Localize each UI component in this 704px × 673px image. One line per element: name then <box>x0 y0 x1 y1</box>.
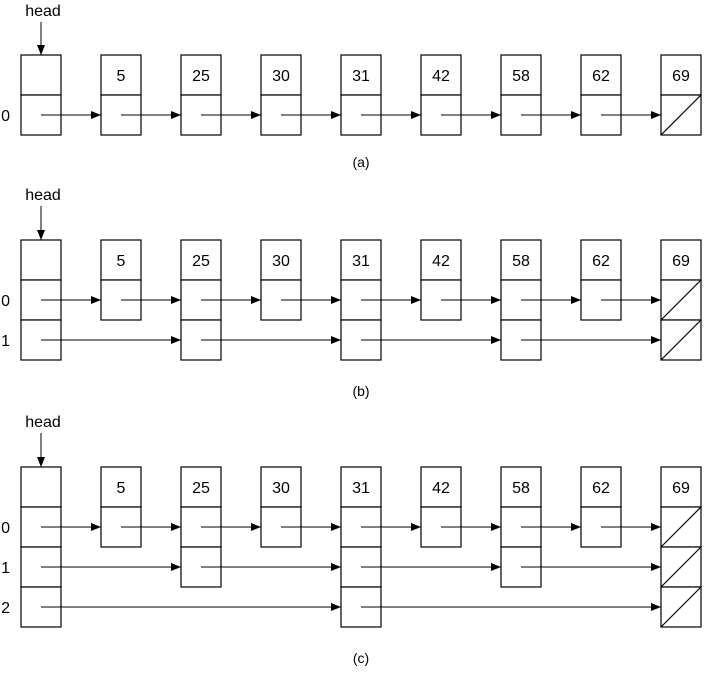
node-key: 42 <box>432 68 450 85</box>
skip-list-panel: head 0 5 25 30 31 42 58 62 69 (a) <box>1 3 702 170</box>
node-key: 31 <box>352 68 370 85</box>
node-key: 69 <box>672 480 690 497</box>
null-pointer-slash <box>660 94 702 136</box>
level-label: 0 <box>1 293 10 310</box>
node-key: 62 <box>592 480 610 497</box>
node-key: 31 <box>352 253 370 270</box>
panel-caption: (b) <box>352 383 369 399</box>
head-label: head <box>25 414 61 431</box>
level-label: 0 <box>1 520 10 537</box>
level-label: 1 <box>1 333 10 350</box>
null-pointer-slash <box>660 546 702 588</box>
panel-caption: (a) <box>352 154 369 170</box>
node-key: 62 <box>592 68 610 85</box>
panel-caption: (c) <box>353 650 369 666</box>
node-key: 30 <box>272 253 290 270</box>
node-key-cell <box>260 466 302 508</box>
node-key-cell <box>340 239 382 281</box>
node-key: 5 <box>117 68 126 85</box>
level-label: 0 <box>1 108 10 125</box>
node-key-cell <box>340 54 382 96</box>
node-key-cell <box>420 54 462 96</box>
node-key: 25 <box>192 253 210 270</box>
node-key-cell <box>580 54 622 96</box>
node-key: 42 <box>432 480 450 497</box>
header-node-cell <box>20 466 62 508</box>
node-key-cell <box>260 54 302 96</box>
node-key-cell <box>340 466 382 508</box>
node-key: 5 <box>117 253 126 270</box>
node-key: 25 <box>192 68 210 85</box>
null-pointer-slash <box>660 586 702 628</box>
node-key: 42 <box>432 253 450 270</box>
node-key: 30 <box>272 68 290 85</box>
level-label: 2 <box>1 600 10 617</box>
node-key-cell <box>580 466 622 508</box>
level-label: 1 <box>1 560 10 577</box>
node-key-cell <box>660 239 702 281</box>
node-key-cell <box>580 239 622 281</box>
node-key: 58 <box>512 68 530 85</box>
node-key-cell <box>100 466 142 508</box>
skip-list-panel: head 0 1 5 25 30 31 42 58 62 69 (b) <box>1 187 702 399</box>
node-key: 58 <box>512 480 530 497</box>
node-key: 69 <box>672 68 690 85</box>
node-key: 30 <box>272 480 290 497</box>
node-key: 5 <box>117 480 126 497</box>
node-key: 25 <box>192 480 210 497</box>
node-key: 31 <box>352 480 370 497</box>
node-key-cell <box>180 239 222 281</box>
null-pointer-slash <box>660 506 702 548</box>
head-label: head <box>25 187 61 204</box>
node-key-cell <box>100 54 142 96</box>
node-key: 58 <box>512 253 530 270</box>
null-pointer-slash <box>660 319 702 361</box>
header-node-cell <box>20 54 62 96</box>
node-key-cell <box>500 54 542 96</box>
node-key: 69 <box>672 253 690 270</box>
head-label: head <box>25 3 61 20</box>
node-key-cell <box>180 466 222 508</box>
null-pointer-slash <box>660 279 702 321</box>
node-key-cell <box>100 239 142 281</box>
header-node-cell <box>20 239 62 281</box>
node-key: 62 <box>592 253 610 270</box>
node-key-cell <box>660 466 702 508</box>
